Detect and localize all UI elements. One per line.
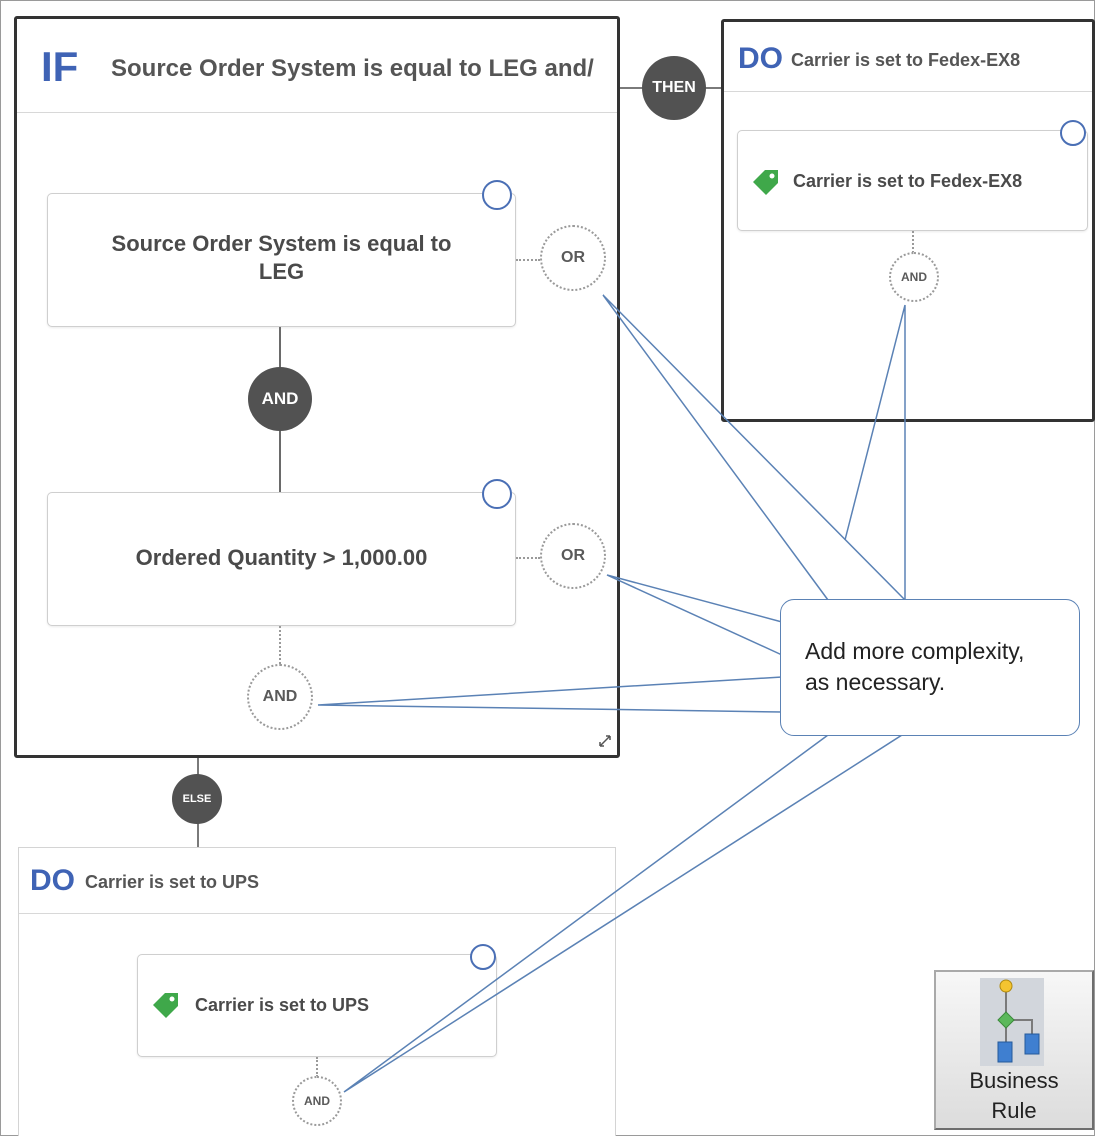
condition-text-line1: Source Order System is equal to (111, 231, 452, 256)
or-connector-line (516, 259, 540, 261)
select-circle[interactable] (470, 944, 496, 970)
select-circle[interactable] (1060, 120, 1086, 146)
else-do-panel[interactable]: DO Carrier is set to UPS Carrier is set … (18, 847, 616, 1136)
tag-icon (153, 993, 178, 1018)
callout-pointer-or-bottom (606, 574, 783, 656)
callout-text: Add more complexity, as necessary. (805, 636, 1024, 698)
business-rule-line2: Rule (991, 1098, 1037, 1123)
business-rule-button[interactable]: Business Rule (934, 970, 1094, 1130)
then-do-keyword: DO (738, 42, 783, 75)
tag-icon (753, 170, 778, 195)
then-do-panel-title: Carrier is set to Fedex-EX8 (791, 50, 1021, 70)
callout-line1: Add more complexity, (805, 638, 1025, 664)
action-text: Carrier is set to UPS (195, 995, 370, 1015)
or-connector-line (516, 557, 540, 559)
condition-text: Ordered Quantity > 1,000.00 (135, 545, 428, 570)
callout-pointer-then-and (844, 304, 906, 600)
and-add-button[interactable]: AND (292, 1076, 342, 1126)
else-do-keyword: DO (30, 864, 75, 897)
if-panel[interactable]: IF Source Order System is equal to LEG a… (14, 16, 620, 758)
or-add-button[interactable]: OR (540, 523, 606, 589)
else-connector[interactable]: ELSE (172, 774, 222, 824)
else-do-panel-header: DO Carrier is set to UPS (19, 848, 615, 914)
business-rule-icon (980, 978, 1044, 1066)
if-panel-header: IF Source Order System is equal to LEG a… (17, 19, 617, 113)
callout-pointer-and-else (343, 734, 903, 1093)
callout-pointer-and-if (317, 676, 783, 713)
callout-pointer-or-top (602, 294, 906, 601)
and-connector[interactable]: AND (248, 367, 312, 431)
then-do-panel[interactable]: DO Carrier is set to Fedex-EX8 Carrier i… (721, 19, 1095, 422)
if-keyword: IF (41, 43, 79, 90)
action-card-fedex[interactable]: Carrier is set to Fedex-EX8 (737, 130, 1088, 231)
then-connector[interactable]: THEN (642, 56, 706, 120)
then-do-panel-header: DO Carrier is set to Fedex-EX8 (724, 22, 1092, 92)
condition-text: Source Order System is equal to LEG (48, 230, 515, 286)
action-card-ups[interactable]: Carrier is set to UPS (137, 954, 497, 1057)
and-add-line (316, 1057, 318, 1077)
and-add-line (279, 626, 281, 664)
if-panel-title: Source Order System is equal to LEG and/ (111, 55, 594, 82)
and-add-line (912, 231, 914, 253)
and-add-button[interactable]: AND (247, 664, 313, 730)
condition-card-ordered-quantity[interactable]: Ordered Quantity > 1,000.00 (47, 492, 516, 626)
condition-text-line2: LEG (258, 259, 305, 284)
callout-line2: as necessary. (805, 669, 946, 695)
resize-icon[interactable] (597, 733, 613, 749)
else-do-panel-title: Carrier is set to UPS (85, 872, 260, 892)
select-circle[interactable] (482, 180, 512, 210)
action-text: Carrier is set to Fedex-EX8 (793, 171, 1023, 191)
business-rule-label: Business Rule (936, 1066, 1092, 1126)
condition-card-source-order-system[interactable]: Source Order System is equal to LEG (47, 193, 516, 327)
and-add-button[interactable]: AND (889, 252, 939, 302)
callout-box: Add more complexity, as necessary. (780, 599, 1080, 736)
select-circle[interactable] (482, 479, 512, 509)
business-rule-line1: Business (969, 1068, 1059, 1093)
or-add-button[interactable]: OR (540, 225, 606, 291)
